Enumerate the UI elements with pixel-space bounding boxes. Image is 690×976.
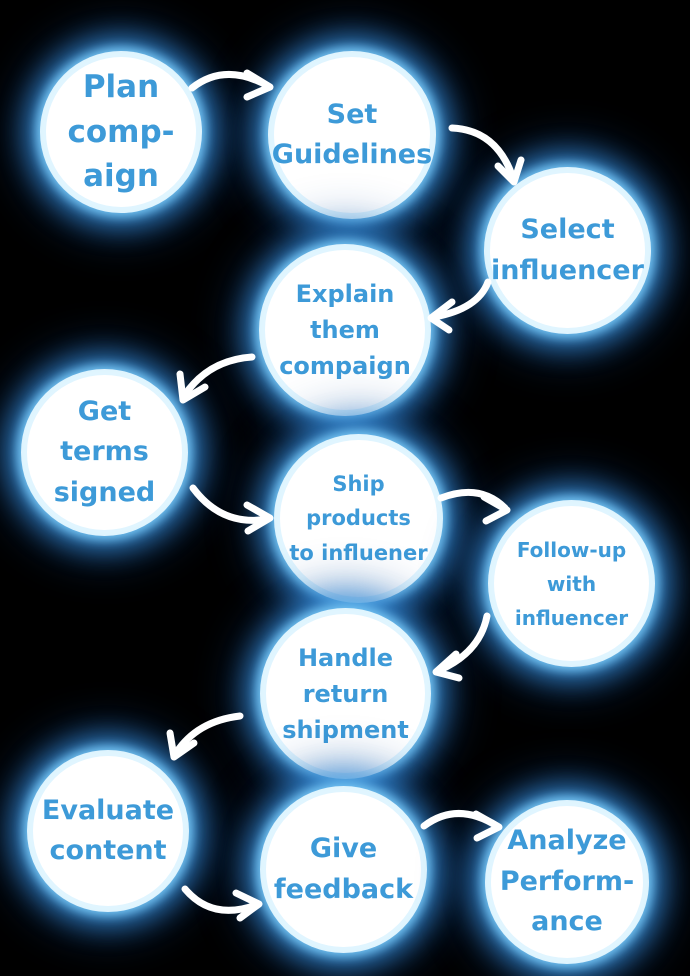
arrow-evaluate-to-feedback <box>181 885 263 922</box>
step-label: Follow-up with influencer <box>514 537 629 630</box>
arrow-explain-to-terms <box>176 353 256 404</box>
step-explain-campaign: Explain them compaign <box>265 250 425 410</box>
arrow-terms-to-ship <box>189 484 274 535</box>
step-label: Ship products to influener <box>289 472 428 565</box>
step-label: Get terms signed <box>53 395 156 508</box>
step-evaluate-content: Evaluate content <box>33 756 183 906</box>
step-plan-campaign: Plan comp- aign <box>46 57 196 207</box>
step-ship-products: Ship products to influener <box>280 440 437 597</box>
step-label: Give feedback <box>273 833 414 905</box>
arrow-followup-to-return <box>432 612 491 682</box>
step-get-terms-signed: Get terms signed <box>27 375 182 530</box>
step-label: Plan comp- aign <box>67 68 175 195</box>
step-label: Set Guidelines <box>271 98 433 171</box>
arrow-select-to-explain <box>427 278 492 334</box>
step-handle-return: Handle return shipment <box>266 614 425 773</box>
step-set-guidelines: Set Guidelines <box>271 57 433 213</box>
step-label: Evaluate content <box>41 794 175 867</box>
arrow-plan-to-guidelines <box>188 69 274 101</box>
arrow-feedback-to-analyze <box>420 810 503 842</box>
step-select-influencer: Select influencer <box>490 173 645 328</box>
arrow-ship-to-followup <box>437 488 511 525</box>
step-label: Explain them compaign <box>279 280 411 380</box>
step-give-feedback: Give feedback <box>266 792 421 947</box>
arrow-guidelines-to-select <box>448 124 525 186</box>
arrow-return-to-evaluate <box>166 712 244 761</box>
step-label: Handle return shipment <box>282 643 409 744</box>
step-analyze-performance: Analyze Perform- ance <box>491 806 643 958</box>
step-label: Analyze Perform- ance <box>499 825 635 938</box>
step-label: Select influencer <box>491 214 644 286</box>
step-follow-up: Follow-up with influencer <box>494 506 649 661</box>
